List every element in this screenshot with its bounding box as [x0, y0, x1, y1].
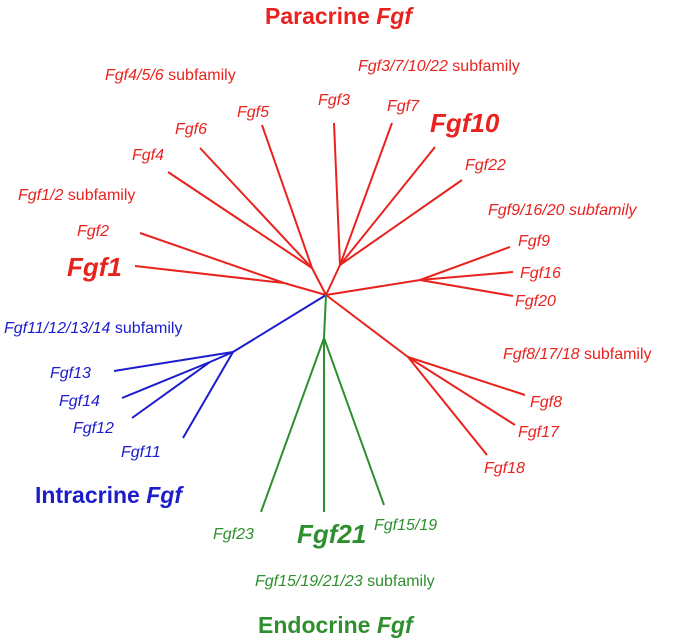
gene-fgf7-label: Fgf7	[387, 98, 420, 115]
gene-fgf22-label: Fgf22	[465, 157, 506, 174]
gene-fgf23-label: Fgf23	[213, 526, 254, 543]
gene-fgf2-label: Fgf2	[77, 223, 109, 240]
branch-fgf12	[131, 361, 211, 419]
gene-fgf3-label: Fgf3	[318, 92, 350, 109]
subfamily-fgf15192123-label: Fgf15/19/21/23 subfamily	[255, 573, 435, 590]
gene-fgf12-label: Fgf12	[73, 420, 114, 437]
branch-fgf10	[339, 146, 436, 266]
branch-fgf9	[419, 246, 511, 281]
gene-fgf1-label: Fgf1	[67, 252, 122, 282]
gene-fgf20-label: Fgf20	[515, 293, 556, 310]
gene-fgf4-label: Fgf4	[132, 147, 164, 164]
paracrine-title: Paracrine Fgf	[265, 3, 414, 29]
gene-fgf21-label: Fgf21	[297, 519, 366, 549]
branch-fgf1	[134, 265, 285, 284]
branch-fgf14	[121, 361, 211, 399]
endocrine-title: Endocrine Fgf	[258, 612, 415, 638]
branch-fgf18	[407, 356, 488, 456]
branch-fgf3-stem	[325, 264, 341, 296]
branch-fgf3	[333, 122, 341, 266]
subfamily-fgf11121314-label: Fgf11/12/13/14 subfamily	[4, 320, 182, 337]
branch-fgf13	[113, 351, 234, 372]
subfamily-fgf81718-label: Fgf8/17/18 subfamily	[503, 346, 652, 363]
gene-fgf8-label: Fgf8	[530, 394, 562, 411]
branch-fgf2	[139, 232, 285, 284]
branch-fgf8	[407, 356, 526, 396]
intracrine-branches	[113, 294, 327, 439]
gene-fgf13-label: Fgf13	[50, 365, 91, 382]
paracrine-branches	[134, 122, 526, 456]
branch-endocrine-stem	[323, 294, 327, 339]
branch-fgf23	[260, 337, 325, 513]
branch-fgf4	[167, 171, 313, 269]
branch-intracrine-stem	[232, 294, 327, 353]
gene-fgf17-label: Fgf17	[518, 424, 560, 441]
branch-fgf5	[261, 124, 313, 269]
branch-fgf81718-stem	[325, 294, 409, 358]
branch-fgf7	[339, 122, 393, 266]
branch-fgf14-stem	[209, 351, 234, 363]
subfamily-fgf456-label: Fgf4/5/6 subfamily	[105, 67, 236, 84]
gene-fgf9-label: Fgf9	[518, 233, 550, 250]
gene-fgf11-label: Fgf11	[121, 444, 161, 461]
branch-fgf11	[182, 351, 234, 439]
endocrine-branches	[260, 294, 385, 513]
gene-fgf1519-label: Fgf15/19	[374, 517, 437, 534]
branch-fgf20	[419, 279, 514, 297]
gene-fgf5-label: Fgf5	[237, 104, 269, 121]
gene-fgf10-label: Fgf10	[430, 108, 500, 138]
branch-fgf22	[339, 179, 463, 266]
intracrine-title: Intracrine Fgf	[35, 482, 184, 508]
branch-fgf17	[407, 356, 516, 426]
subfamily-fgf91620-label: Fgf9/16/20 subfamily	[488, 202, 638, 219]
subfamily-fgf12-label: Fgf1/2 subfamily	[18, 187, 135, 204]
subfamily-fgf371022-label: Fgf3/7/10/22 subfamily	[358, 58, 520, 75]
branch-fgf6	[199, 147, 313, 269]
gene-fgf16-label: Fgf16	[520, 265, 561, 282]
branch-fgf1519	[323, 337, 385, 506]
gene-fgf18-label: Fgf18	[484, 460, 525, 477]
gene-fgf6-label: Fgf6	[175, 121, 207, 138]
branch-paracrine-stem	[283, 282, 327, 296]
branch-fgf91620-stem	[325, 279, 421, 296]
gene-fgf14-label: Fgf14	[59, 393, 100, 410]
branch-fgf16	[419, 271, 514, 281]
branch-fgf456-stem	[311, 267, 327, 296]
